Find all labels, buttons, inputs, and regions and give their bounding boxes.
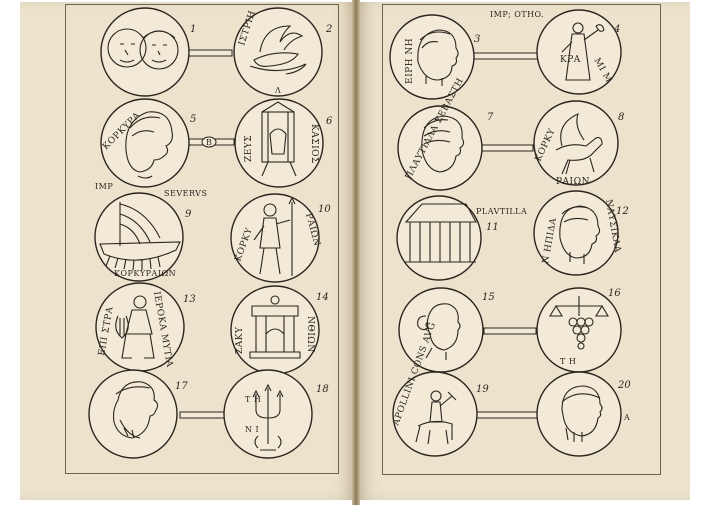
coin-number: 14: [316, 292, 329, 303]
coin-number: 12: [616, 206, 629, 217]
coin-number: 6: [326, 116, 333, 127]
coin-16: Τ Η 16: [536, 287, 622, 373]
caption-imp: IMP: [95, 182, 113, 191]
coin-inscription: Τ Η: [560, 357, 576, 366]
caption-plautilla: PLAVTILLA: [476, 207, 527, 216]
coin-9: ΚΟΡΚΥΡΑΙΩΝ 9: [94, 192, 192, 282]
caption-imp-otho: IMP; OTHO.: [490, 10, 544, 19]
coin-inscription-2: Ν Ι: [245, 425, 259, 434]
coin-18: Τ Η Ν Ι 18: [223, 369, 329, 459]
coin-inscription: Τ Η: [245, 395, 261, 404]
coin-20: 20: [536, 371, 631, 457]
coin-inscription: ΕΙΡΗ ΝΗ: [405, 38, 415, 84]
right-plate-border: [382, 4, 661, 475]
coin-number: 3: [474, 34, 480, 45]
coin-10: ΚΟΡΚΥ ΡΑΙΩΝ 10: [230, 193, 331, 283]
coin-1: 1: [100, 7, 196, 97]
bar-medallion: [201, 136, 217, 148]
book-spine: [352, 0, 360, 505]
coin-14: ΖΑΚΥ ΝΘΙΩΝ 14: [230, 285, 329, 375]
coin-number: 9: [185, 209, 192, 220]
coin-number: 15: [482, 292, 495, 303]
coin-pair-bar-15-16: [483, 327, 537, 335]
coin-pair-bar-1-2: [187, 49, 233, 57]
coin-6: ΖΕΥΣ ΚΑΣΙΟΣ 6: [234, 98, 333, 188]
bar-letter-b: B: [206, 138, 212, 147]
coin-pair-bar-17-18: [179, 411, 227, 419]
coin-number: 19: [476, 384, 489, 395]
coin-inscription: ΖΕΥΣ: [244, 135, 254, 162]
coin-exergue: Λ: [274, 86, 281, 95]
coin-11: 11: [396, 195, 499, 281]
coin-8: ΚΟΡΚΥ ΡΑΙΩΝ 8: [533, 100, 624, 187]
coin-inscription: ΖΑΚΥ: [235, 326, 245, 354]
coin-15: 15: [398, 287, 495, 373]
coin-13: ΕΠΙ ΣΤΡΑ ΙΕΡΟΚΑ ΜΥΤΙΑ 13: [95, 282, 196, 372]
coin-inscription-2: ΡΑΙΩΝ: [556, 177, 590, 187]
coin-number: 18: [316, 384, 329, 395]
coin-inscription-2: ΚΑΣΙΟΣ: [309, 124, 319, 164]
coin-pair-bar-3-4: [469, 52, 541, 60]
coin-number: 4: [613, 24, 620, 35]
coin-number: 17: [175, 381, 188, 392]
caption-severus: SEVERVS: [164, 189, 207, 198]
coin-2: ΙΣΤΡΙΗ Λ 2: [233, 7, 332, 97]
coin-number: 16: [608, 288, 621, 299]
coin-number: 13: [183, 294, 196, 305]
coin-4: ΚΡΑ ΜΙ Μ 4: [536, 9, 622, 95]
edge-letter-a: A: [623, 413, 630, 422]
coin-inscription: ΚΡΑ: [560, 55, 581, 65]
coin-3: ΕΙΡΗ ΝΗ 3: [389, 14, 480, 100]
coin-number: 20: [617, 380, 631, 391]
coin-number: 7: [487, 112, 494, 123]
left-plate-border: [65, 4, 339, 474]
coin-17: 17: [88, 369, 188, 459]
coin-number: 11: [486, 222, 499, 233]
coin-number: 2: [325, 24, 332, 35]
coin-number: 8: [618, 112, 624, 123]
coin-inscription-2: ΝΘΙΩΝ: [305, 316, 315, 353]
coin-number: 5: [190, 114, 196, 125]
coin-5: ΚΟΡΚΥΡΑ 5: [100, 98, 196, 188]
coin-pair-bar-7-8: [474, 144, 534, 152]
coin-number: 1: [190, 24, 196, 35]
coin-number: 10: [318, 204, 331, 215]
coin-pair-bar-19-20: [475, 411, 541, 419]
coin-inscription: ΚΟΡΚΥΡΑΙΩΝ: [114, 269, 176, 278]
coin-12: Ν ΗΠΙΔΑ ΝΑΥΣΙΚΑΑ 12: [533, 190, 629, 276]
